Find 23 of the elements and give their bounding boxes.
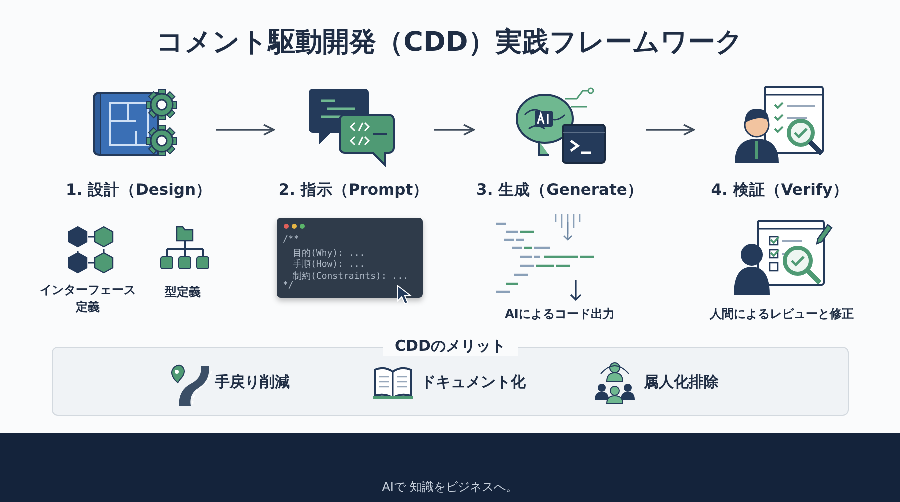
code-window [277,218,423,298]
benefit-text: 属人化排除 [644,373,719,392]
caption-text: インターフェース定義 [39,282,137,316]
title: コメント駆動開発（CDD）実践フレームワーク [156,26,744,60]
step-title: 3. 生成（Generate） [476,180,644,201]
step-title: 4. 検証（Verify） [710,180,850,201]
caption-text: AIによるコード出力 [504,306,616,323]
code-line: 制約(Constraints): ... [293,270,409,282]
panel-heading: CDDのメリット [383,337,518,356]
code-line: /** [283,235,300,245]
code-line: 手順(How): ... [293,258,366,271]
code-line: */ [283,281,294,291]
arrow [646,124,695,136]
caption-text: 人間によるレビューと修正 [709,306,855,323]
tagline: AIで 知識をビジネスへ。 [381,479,519,496]
step-title: 2. 指示（Prompt） [278,180,430,201]
benefit-text: ドキュメント化 [421,373,526,392]
arrow [434,124,475,136]
arrow [216,124,275,136]
benefit-text: 手戻り削減 [215,373,290,392]
caption-text: 型定義 [164,284,202,301]
code-line: 目的(Why): ... [293,248,366,260]
step-title: 1. 設計（Design） [64,180,214,201]
